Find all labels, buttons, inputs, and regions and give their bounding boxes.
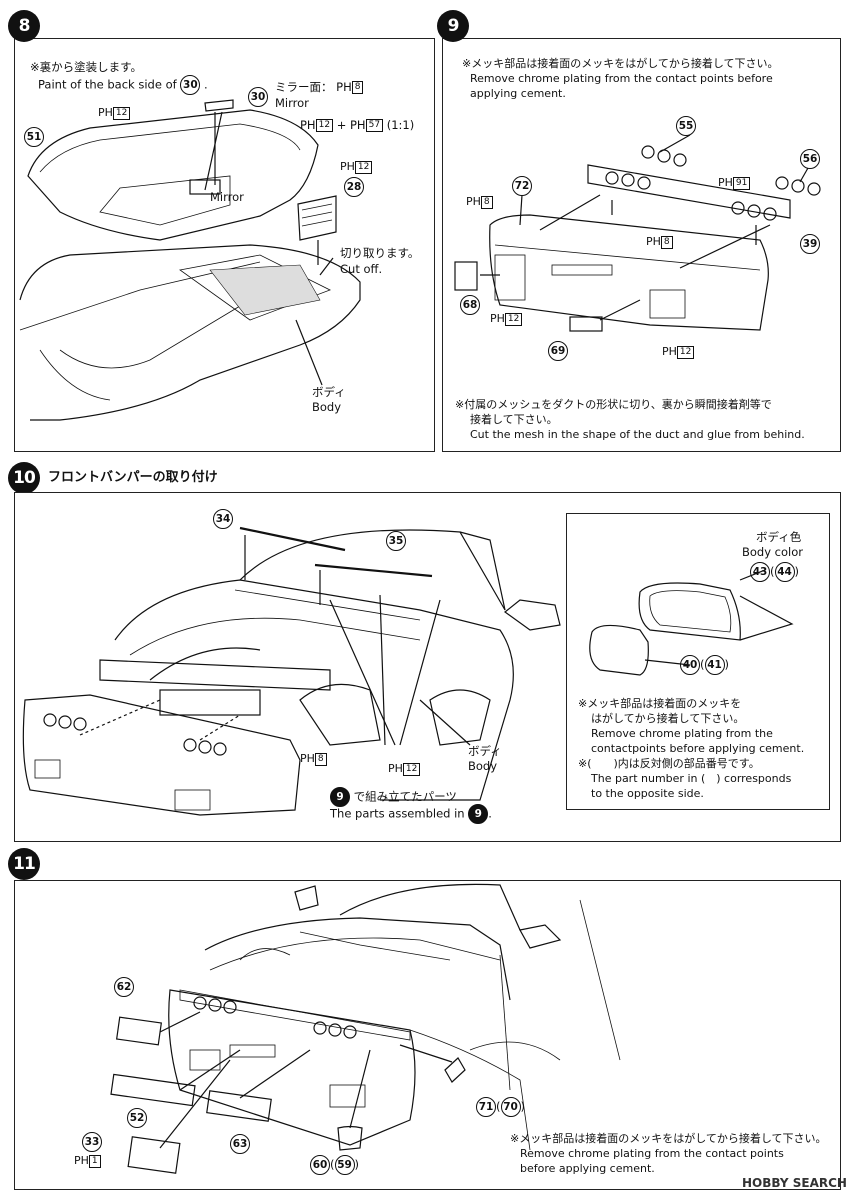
inset-note2-en1: The part number in ( ) corresponds [591,772,792,785]
inset-note-jp1: ※メッキ部品は接着面のメッキを [578,697,742,710]
body-en-label: Body [312,400,342,414]
step9-note2-jp1: ※付属のメッシュをダクトの形状に切り、裏から瞬間接着剤等で [455,398,772,411]
step11-note-en1: Remove chrome plating from the contact p… [520,1147,784,1160]
step9-ref-marker: 9 [330,787,350,807]
part-28-callout: 28 [344,176,364,197]
step9-number: 9 [437,10,469,42]
part-68-callout: 68 [460,294,480,315]
step8-panel [14,38,435,452]
inset-note2-en2: to the opposite side. [591,787,704,800]
part-69-callout: 69 [548,340,568,361]
part-56-callout: 56 [800,148,820,169]
step10-title: フロントバンパーの取り付け [48,470,218,485]
inset-note-en1: Remove chrome plating from the [591,727,773,740]
step9-panel [442,38,841,452]
body-jp-label: ボディ [312,385,346,399]
body-color-en: Body color [742,545,804,559]
cut-off-en: Cut off. [340,262,383,276]
watermark: HOBBY SEARCH [742,1176,847,1190]
step8-number: 8 [8,10,40,42]
part-33-callout: 33 [82,1131,102,1152]
step8-note-jp: ※裏から塗装します。 [30,60,142,74]
step9-note1-en2: applying cement. [470,87,566,100]
step9-note2-jp2: 接着して下さい。 [470,413,558,426]
cut-off-jp: 切り取ります。 [340,246,420,260]
body-color-jp: ボディ色 [756,530,802,544]
step9-note1-jp: ※メッキ部品は接着面のメッキをはがしてから接着して下さい。 [462,57,779,70]
assembled-en-label: The parts assembled in 9. [330,804,492,824]
part-34-callout: 34 [213,508,233,529]
part-51-callout: 51 [24,126,44,147]
part-71-70-callout: 71(70) [476,1097,525,1117]
part-62-callout: 62 [114,976,134,997]
mirror-en-label: Mirror [275,96,309,110]
step9-note2-en: Cut the mesh in the shape of the duct an… [470,428,805,441]
part-55-callout: 55 [676,115,696,136]
inset-note2-jp: ※( )内は反対側の部品番号です。 [578,757,760,770]
step11-number: 11 [8,848,40,880]
part-72-callout: 72 [512,175,532,196]
step11-panel [14,880,841,1190]
inset-note-en2: contactpoints before applying cement. [591,742,805,755]
step10-number: 10 [8,462,40,494]
inset-note-jp2: はがしてから接着して下さい。 [591,712,745,725]
part-39-callout: 39 [800,233,820,254]
step11-note-en2: before applying cement. [520,1162,655,1175]
part-63-callout: 63 [230,1133,250,1154]
part-60-59-callout: 60(59) [310,1155,359,1175]
part-52-callout: 52 [127,1107,147,1128]
step9-note1-en1: Remove chrome plating from the contact p… [470,72,773,85]
part-35-callout: 35 [386,530,406,551]
step11-note-jp: ※メッキ部品は接着面のメッキをはがしてから接着して下さい。 [510,1132,827,1145]
step8-note-en: Paint of the back side of 30 . [38,75,208,95]
part-30-marker: 30 [180,75,201,95]
part-30-callout: 30 [248,86,268,107]
